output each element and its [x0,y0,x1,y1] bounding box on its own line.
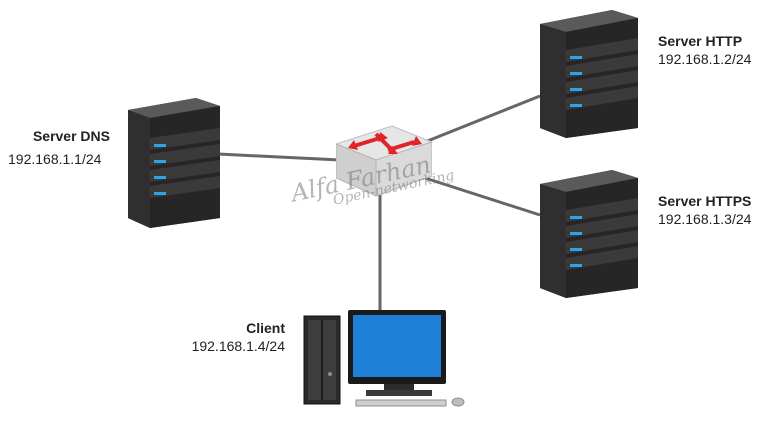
link-switch-https [424,176,541,217]
node-ip: 192.168.1.3/24 [658,211,752,227]
node-label-http: Server HTTP 192.168.1.2/24 [658,33,751,67]
node-ip: 192.168.1.1/24 [8,151,102,167]
node-name: Server HTTP [658,33,743,49]
node-label-client: Client 192.168.1.4/24 [192,320,285,354]
node-ip-dns: 192.168.1.1/24 [8,149,101,167]
network-switch-icon [336,125,432,197]
server-tower-icon [540,10,638,138]
node-ip: 192.168.1.2/24 [658,51,752,67]
node-name: Server HTTPS [658,193,752,209]
link-switch-dns [217,152,341,162]
server-tower-icon [540,170,638,298]
desktop-computer-icon [303,310,465,407]
server-tower-icon [128,98,220,228]
node-name: Server DNS [32,128,110,144]
node-label-dns: Server DNS [33,128,110,144]
node-name: Client [246,320,285,336]
node-ip: 192.168.1.4/24 [191,338,285,354]
node-label-https: Server HTTPS 192.168.1.3/24 [658,193,751,227]
link-switch-http [424,94,541,144]
